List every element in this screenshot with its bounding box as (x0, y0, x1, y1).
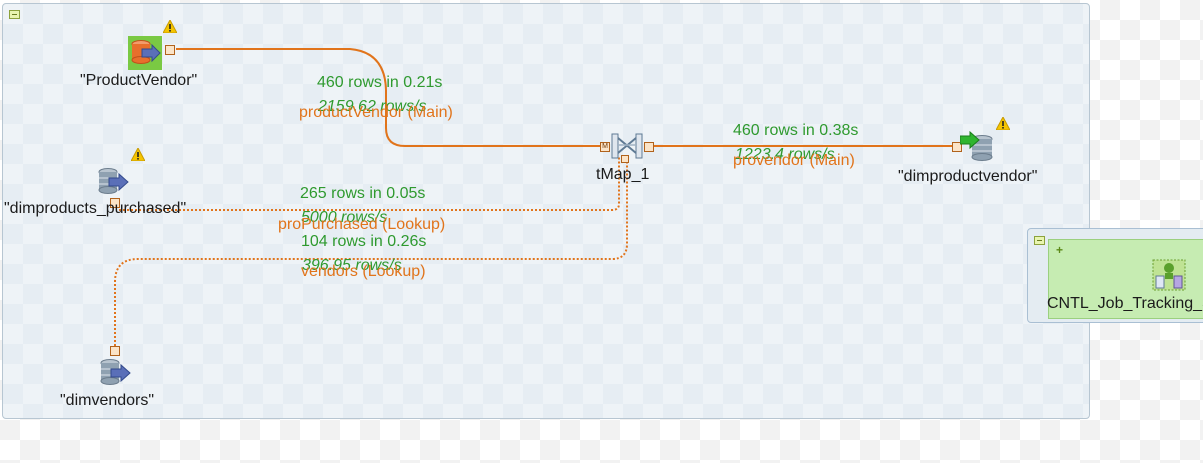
dimproducts-purchased-component[interactable] (97, 167, 131, 202)
dimproductvendor-component[interactable] (959, 130, 996, 166)
main-in-rate: 2159.62 rows/s (318, 98, 427, 115)
lookup-input-port[interactable] (621, 155, 629, 163)
db-input-icon (98, 168, 129, 194)
lookup-link-purchased (119, 157, 620, 211)
warning-icon (131, 148, 145, 161)
output-port[interactable] (644, 142, 654, 152)
lookup-purchased-rate: 5000 rows/s (301, 209, 388, 226)
db-input-icon (100, 359, 131, 385)
product-vendor-component[interactable] (128, 36, 162, 75)
lookup-link-vendors (114, 157, 628, 346)
warning-icon (996, 117, 1010, 130)
input-port[interactable] (952, 142, 962, 152)
dimproducts-purchased-label: "dimproducts_purchased" (4, 200, 187, 217)
output-port[interactable] (110, 198, 120, 208)
tmap-label: tMap_1 (596, 166, 650, 183)
dimvendors-component[interactable] (99, 358, 133, 393)
main-out-rate: 1223.4 rows/s (735, 146, 835, 163)
lookup-purchased-row-count: 265 rows in 0.05s (300, 185, 426, 202)
subjob-collapse-icon[interactable] (9, 10, 20, 19)
db-input-icon (128, 36, 162, 70)
output-port[interactable] (165, 45, 175, 55)
warning-icon (163, 20, 177, 33)
job-tracking-icon (1152, 259, 1186, 291)
product-vendor-label: "ProductVendor" (80, 72, 198, 89)
cntl-job-component[interactable] (1152, 259, 1186, 296)
lookup-vendors-row-count: 104 rows in 0.26s (301, 233, 427, 250)
dimproductvendor-label: "dimproductvendor" (898, 168, 1038, 185)
output-port[interactable] (110, 346, 120, 356)
main-input-port[interactable]: M (600, 142, 610, 152)
tmap-icon (611, 133, 643, 159)
main-in-row-count: 460 rows in 0.21s (317, 74, 443, 91)
main-out-row-count: 460 rows in 0.38s (733, 122, 859, 139)
lookup-vendors-rate: 396.95 rows/s (302, 257, 402, 274)
db-output-icon (959, 130, 993, 161)
lookup-purchased-connection-label[interactable]: proPurchased (Lookup) (278, 216, 446, 233)
cntl-job-label: CNTL_Job_Tracking_S (1047, 295, 1203, 312)
subjob-collapse-icon[interactable] (1034, 236, 1045, 245)
lookup-vendors-connection-label[interactable]: vendors (Lookup) (301, 263, 426, 280)
main-link-in (176, 48, 603, 147)
tmap-component[interactable] (611, 131, 643, 166)
subjob-container[interactable] (2, 3, 1090, 419)
main-in-connection-label[interactable]: productVendor (Main) (299, 104, 453, 121)
main-out-connection-label[interactable]: provendor (Main) (733, 152, 855, 169)
dimvendors-label: "dimvendors" (60, 392, 155, 409)
expand-icon[interactable]: + (1056, 243, 1064, 257)
